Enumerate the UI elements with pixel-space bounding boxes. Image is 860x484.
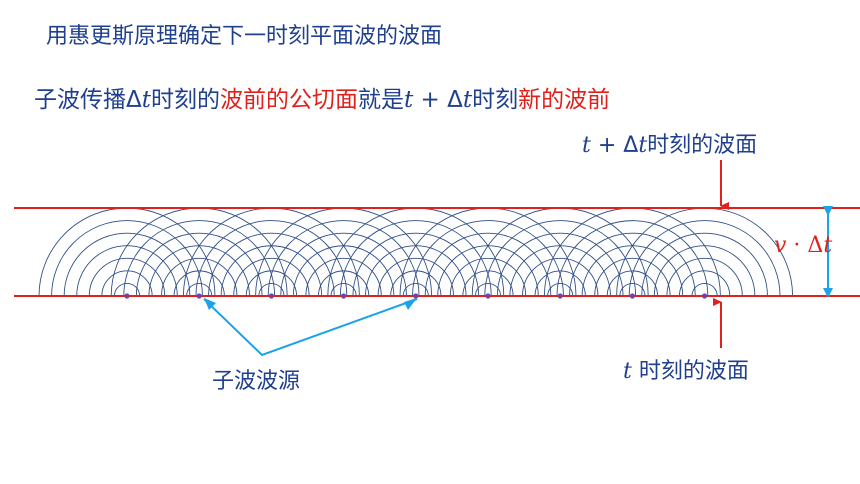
wavelet-source-dot: [557, 293, 563, 299]
wavelet-source-dot: [629, 293, 636, 299]
statement-part2: 时刻的: [150, 87, 220, 113]
wavelet-source-dot: [268, 293, 274, 299]
wavelet-arc: [113, 283, 141, 297]
wavelet-source-dot: [196, 293, 202, 299]
wavelet-arc: [233, 257, 310, 297]
wavelet-arc: [496, 232, 624, 297]
wavelet-arc: [412, 220, 564, 297]
source-pointer-arrowhead-right: [404, 298, 417, 310]
statement-plus-delta: + Δ: [413, 87, 463, 113]
wavelet-arc: [474, 283, 502, 297]
wavelet-arc: [691, 283, 718, 297]
wavelet-arc: [330, 283, 357, 297]
statement-t-symbol: t: [141, 87, 151, 113]
statement-part5: 时刻: [472, 87, 519, 113]
wavelet-arc: [484, 220, 637, 297]
source-pointer-arrowhead-left: [204, 298, 216, 310]
wavelet-arc: [628, 220, 781, 297]
wavelet-arc: [556, 220, 709, 297]
source-pointer-lines: [203, 298, 418, 357]
wavelet-arc: [88, 257, 166, 297]
wavelet-arc: [208, 232, 335, 297]
wavelet-arc: [653, 245, 756, 297]
wavelet-source-dot: [485, 293, 491, 299]
bottom-wavefront-label: t 时刻的波面: [623, 359, 749, 384]
wavelet-arcs: [38, 207, 794, 297]
wavelet-arc: [594, 257, 671, 297]
wavelet-arc: [402, 283, 429, 297]
wavelet-arc: [449, 257, 527, 297]
wavelet-arc: [666, 257, 743, 297]
wavelet-arc: [186, 283, 213, 297]
wavelet-arc: [123, 220, 276, 297]
wavelet-arc: [195, 220, 348, 297]
wavelet-arc: [267, 220, 420, 297]
wavelet-arc: [377, 257, 454, 297]
wavelet-source-dot: [702, 293, 708, 299]
wavelet-arc: [569, 232, 696, 297]
wavelet-arc: [339, 220, 492, 297]
statement-t-symbol-2: t: [403, 87, 414, 113]
wavelet-arc: [352, 232, 480, 297]
statement-text: 子波传播Δt时刻的波前的公切面就是t + Δt时刻新的波前: [34, 80, 610, 114]
wavelet-source-dot: [124, 293, 130, 299]
statement-part1: 子波传播Δ: [34, 87, 142, 113]
wavelet-arc: [547, 283, 574, 297]
wavelet-arc: [280, 232, 407, 297]
wavelet-arc: [161, 257, 238, 297]
wavelet-arc: [135, 232, 263, 297]
wavelet-arc: [424, 232, 552, 297]
wavelet-arc: [641, 232, 768, 297]
wavelet-arc: [51, 220, 203, 297]
wavelet-source-dot: [341, 293, 347, 299]
statement-red-common-tangent: 波前的公切面: [219, 87, 358, 113]
wavelet-arc: [63, 232, 191, 297]
statement-part3: 就是: [357, 87, 404, 113]
wavelet-arc: [522, 257, 599, 297]
wavelet-sources: [124, 293, 708, 299]
sources-label: 子波波源: [212, 369, 300, 394]
wavelet-arc: [679, 270, 731, 297]
statement-red-new-wavefront: 新的波前: [518, 87, 611, 113]
top-wavefront-label: t + Δt时刻的波面: [582, 133, 757, 158]
wavelet-arc: [305, 257, 382, 297]
statement-t-symbol-3: t: [462, 87, 473, 113]
wavelet-arc: [619, 283, 646, 297]
wavelet-arc: [258, 283, 285, 297]
distance-label: v · Δt: [774, 233, 832, 258]
slide-title: 用惠更斯原理确定下一时刻平面波的波面: [46, 24, 443, 49]
wavelet-source-dot: [413, 293, 419, 299]
